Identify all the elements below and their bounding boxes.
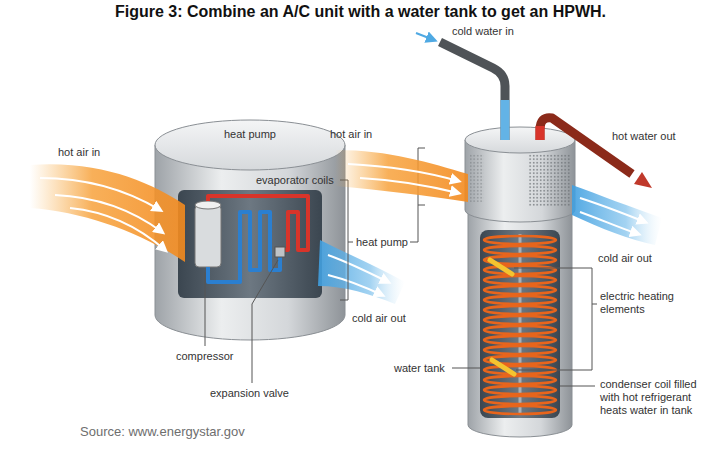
part-label: electric heating elements	[600, 290, 688, 316]
source-caption: Source: www.energystar.gov	[80, 424, 245, 440]
figure-title: Figure 3: Combine an A/C unit with a wat…	[115, 2, 606, 22]
airflow-label: cold air out	[352, 312, 406, 325]
part-label: compressor	[176, 350, 233, 363]
part-label: water tank	[394, 362, 445, 375]
airflow-label: hot air in	[330, 128, 372, 141]
pipe-label: cold water in	[452, 25, 514, 38]
part-label: evaporator coils	[256, 174, 334, 187]
pipe-label: hot water out	[612, 130, 676, 143]
part-label: heat pump	[224, 128, 276, 141]
airflow-label: hot air in	[58, 146, 100, 159]
part-label: expansion valve	[210, 387, 289, 400]
airflow-label: cold air out	[598, 252, 652, 265]
bracket-label: heat pump	[356, 236, 408, 249]
part-label: condenser coil filled with hot refrigera…	[600, 378, 714, 417]
